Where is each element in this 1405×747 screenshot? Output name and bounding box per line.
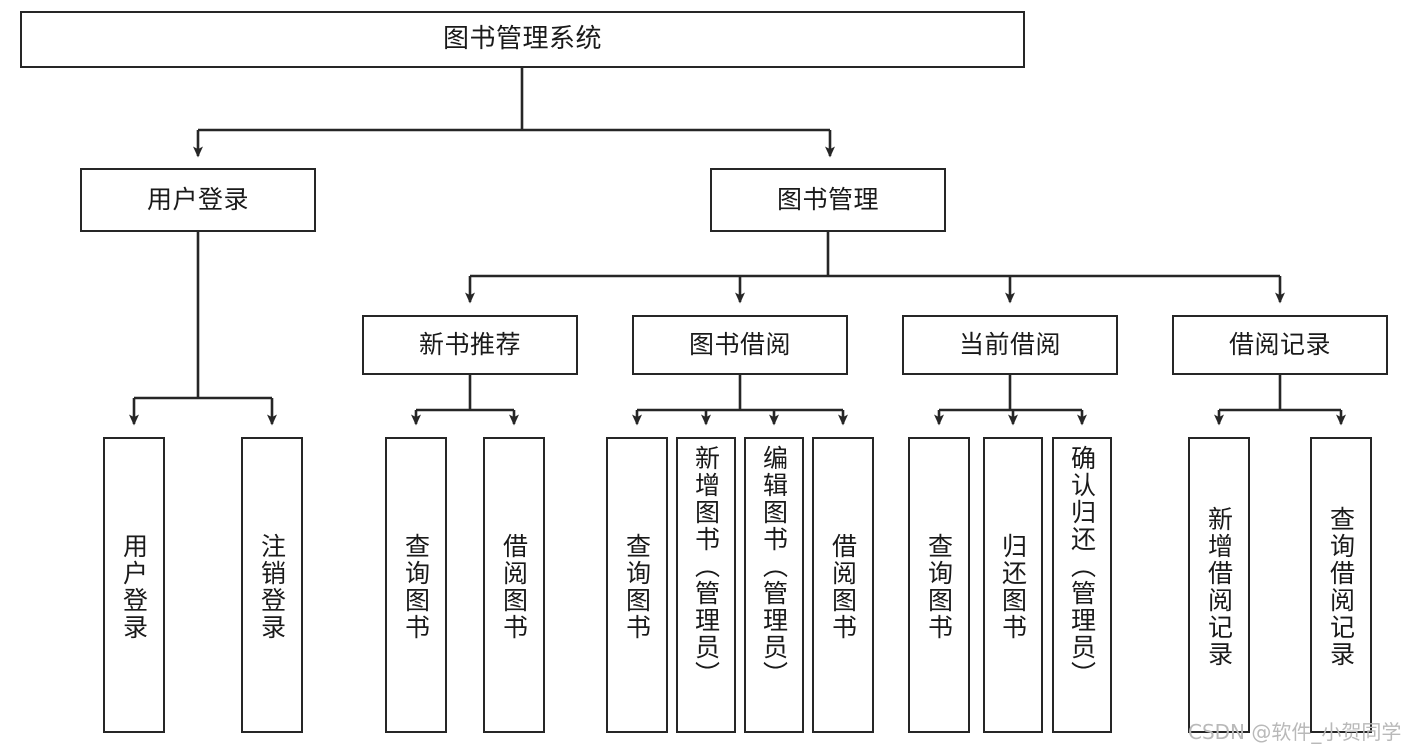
node-root[interactable]: 图书管理系统 [20,11,1025,68]
node-leaf-query-book-cur-label: 查询图书 [924,533,954,641]
node-book-borrow-label: 图书借阅 [688,330,791,360]
node-leaf-confirm-return[interactable]: 确认归还（管理员） [1052,437,1112,733]
node-leaf-add-book-label: 新增图书（管理员） [691,445,721,688]
node-root-label: 图书管理系统 [442,24,602,55]
node-leaf-add-book[interactable]: 新增图书（管理员） [676,437,736,733]
node-book-manage-label: 图书管理 [776,185,879,215]
node-leaf-query-book-cur[interactable]: 查询图书 [908,437,970,733]
node-current-borrow[interactable]: 当前借阅 [902,315,1118,375]
node-leaf-query-book-borrow[interactable]: 查询图书 [606,437,668,733]
node-book-borrow[interactable]: 图书借阅 [632,315,848,375]
node-leaf-user-logout[interactable]: 注销登录 [241,437,303,733]
node-leaf-user-logout-label: 注销登录 [257,533,287,641]
node-leaf-add-record-label: 新增借阅记录 [1204,506,1234,668]
node-user-login-label: 用户登录 [146,185,249,215]
node-leaf-borrow-book-label: 借阅图书 [828,533,858,641]
node-user-login[interactable]: 用户登录 [80,168,316,232]
node-borrow-record[interactable]: 借阅记录 [1172,315,1388,375]
node-leaf-return-book-label: 归还图书 [998,533,1028,641]
node-leaf-query-book-rec[interactable]: 查询图书 [385,437,447,733]
node-current-borrow-label: 当前借阅 [958,330,1061,360]
node-leaf-query-book-rec-label: 查询图书 [401,533,431,641]
node-book-manage[interactable]: 图书管理 [710,168,946,232]
node-leaf-edit-book[interactable]: 编辑图书（管理员） [744,437,804,733]
node-leaf-query-book-borrow-label: 查询图书 [622,533,652,641]
node-leaf-query-record-label: 查询借阅记录 [1326,506,1356,668]
node-leaf-user-login[interactable]: 用户登录 [103,437,165,733]
node-leaf-borrow-book[interactable]: 借阅图书 [812,437,874,733]
node-leaf-borrow-book-rec-label: 借阅图书 [499,533,529,641]
node-leaf-edit-book-label: 编辑图书（管理员） [759,445,789,688]
node-leaf-return-book[interactable]: 归还图书 [983,437,1043,733]
node-leaf-user-login-label: 用户登录 [119,533,149,641]
csdn-watermark: CSDN @软件_小贺同学 [1188,720,1402,744]
node-leaf-add-record[interactable]: 新增借阅记录 [1188,437,1250,733]
node-leaf-confirm-return-label: 确认归还（管理员） [1067,445,1097,688]
node-leaf-borrow-book-rec[interactable]: 借阅图书 [483,437,545,733]
node-new-book-rec-label: 新书推荐 [418,330,521,360]
node-leaf-query-record[interactable]: 查询借阅记录 [1310,437,1372,733]
node-borrow-record-label: 借阅记录 [1228,330,1331,360]
node-new-book-rec[interactable]: 新书推荐 [362,315,578,375]
